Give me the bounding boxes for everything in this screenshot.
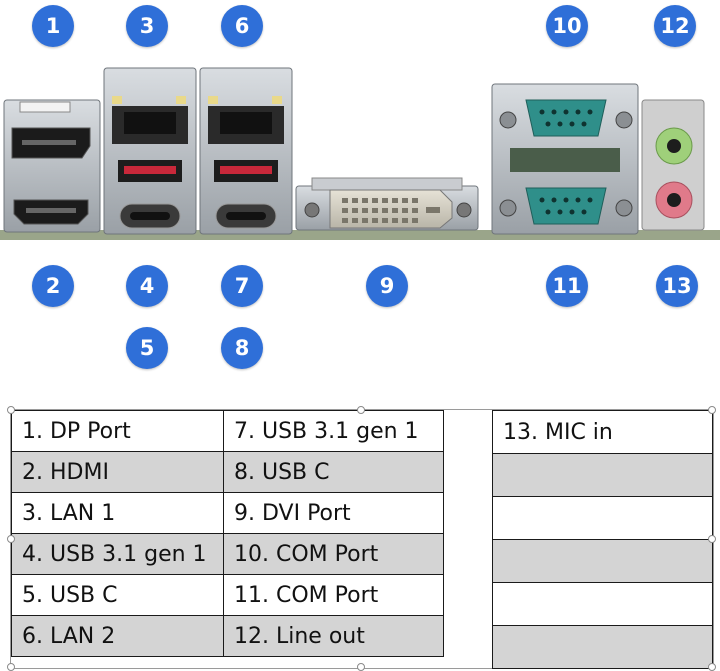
- audio-jack-stack: [641, 99, 705, 231]
- dp-hdmi-stack: [3, 99, 101, 233]
- port-legend: 1. DP Port 7. USB 3.1 gen 1 2. HDMI 8. U…: [7, 406, 716, 671]
- table-row: [492, 582, 713, 626]
- legend-cell: 9. DVI Port: [223, 492, 444, 534]
- line-out-jack: [655, 127, 693, 165]
- selection-handle: [7, 406, 15, 414]
- dvi-port: [295, 177, 479, 231]
- legend-cell: [492, 496, 713, 540]
- legend-cell: 6. LAN 2: [11, 615, 224, 657]
- legend-cell: 12. Line out: [223, 615, 444, 657]
- badge-3: 3: [126, 5, 168, 47]
- badge-4: 4: [126, 265, 168, 307]
- usb3-port-4: [118, 160, 182, 182]
- table-row: [492, 539, 713, 583]
- legend-cell: [492, 582, 713, 626]
- legend-cell: 3. LAN 1: [11, 492, 224, 534]
- legend-cell: 1. DP Port: [11, 410, 224, 452]
- table-row: 2. HDMI 8. USB C: [11, 451, 444, 493]
- badge-9: 9: [366, 265, 408, 307]
- mic-in-jack: [655, 181, 693, 219]
- badge-8: 8: [221, 327, 263, 369]
- badge-7: 7: [221, 265, 263, 307]
- lan1-usb-stack: [103, 67, 197, 235]
- table-row: [492, 625, 713, 669]
- com-port-10: [499, 99, 633, 137]
- displayport-connector: [11, 127, 91, 159]
- legend-right-table: 13. MIC in: [492, 410, 713, 669]
- table-row: [492, 496, 713, 540]
- io-panel-illustration: [0, 67, 720, 240]
- legend-cell: 4. USB 3.1 gen 1: [11, 533, 224, 575]
- table-row: 5. USB C 11. COM Port: [11, 574, 444, 616]
- table-row: 6. LAN 2 12. Line out: [11, 615, 444, 657]
- legend-cell: 2. HDMI: [11, 451, 224, 493]
- lan2-jack: [208, 106, 284, 144]
- table-row: 13. MIC in: [492, 410, 713, 454]
- com-ports-stack: [491, 83, 639, 235]
- badge-10: 10: [546, 5, 588, 47]
- lan2-usb-stack: [199, 67, 293, 235]
- legend-cell: 5. USB C: [11, 574, 224, 616]
- legend-cell: 10. COM Port: [223, 533, 444, 575]
- pcb-strip: [0, 230, 720, 240]
- legend-cell: [492, 539, 713, 583]
- legend-cell: [492, 625, 713, 669]
- legend-cell: 11. COM Port: [223, 574, 444, 616]
- table-row: 4. USB 3.1 gen 1 10. COM Port: [11, 533, 444, 575]
- badge-6: 6: [221, 5, 263, 47]
- table-row: 1. DP Port 7. USB 3.1 gen 1: [11, 410, 444, 452]
- legend-cell: 13. MIC in: [492, 410, 713, 454]
- table-row: [492, 453, 713, 497]
- selection-handle: [7, 535, 15, 543]
- badge-2: 2: [32, 265, 74, 307]
- table-row: 3. LAN 1 9. DVI Port: [11, 492, 444, 534]
- lan1-jack: [112, 106, 188, 144]
- usb-c-port-8: [215, 203, 277, 229]
- legend-cell: 7. USB 3.1 gen 1: [223, 410, 444, 452]
- badge-5: 5: [126, 327, 168, 369]
- com-port-11: [499, 187, 633, 225]
- badge-11: 11: [546, 265, 588, 307]
- selection-handle: [708, 406, 716, 414]
- usb3-port-7: [214, 160, 278, 182]
- badge-1: 1: [32, 5, 74, 47]
- badge-13: 13: [656, 265, 698, 307]
- usb-c-port-5: [119, 203, 181, 229]
- selection-handle: [708, 535, 716, 543]
- legend-left-table: 1. DP Port 7. USB 3.1 gen 1 2. HDMI 8. U…: [11, 410, 444, 657]
- badge-12: 12: [654, 5, 696, 47]
- legend-cell: [492, 453, 713, 497]
- selection-handle: [357, 406, 365, 414]
- hdmi-connector: [13, 199, 89, 225]
- legend-cell: 8. USB C: [223, 451, 444, 493]
